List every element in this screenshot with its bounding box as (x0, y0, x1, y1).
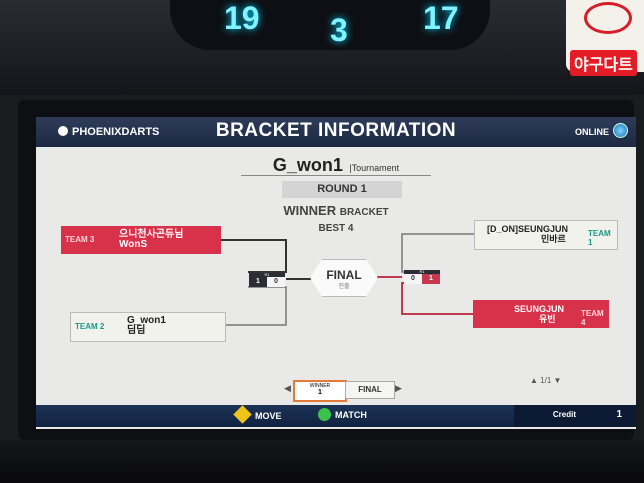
page-down-arrow-icon[interactable]: ▼ (553, 376, 562, 385)
player-name: 유빈 (539, 314, 556, 324)
cabinet-logo: 야구다트 (566, 0, 644, 76)
brand-label: PHOENIXDARTS (72, 126, 160, 138)
nav-winner-num: 1 (318, 389, 322, 396)
tournament-name: G_won1 (272, 155, 343, 175)
nav-winner-label: WINNER (309, 383, 331, 389)
final-sub: 진출 (338, 284, 350, 290)
score-a: 1 (249, 277, 267, 287)
move-hint: MOVE (233, 405, 282, 424)
led-scoreboard (170, 0, 490, 50)
online-status: ONLINE (575, 123, 628, 138)
brand: PHOENIXDARTS (58, 126, 159, 138)
score-b: 1 (422, 274, 440, 284)
page-number: 1/1 (540, 376, 552, 385)
team-4-slot[interactable]: SEUNGJUN 유빈 TEAM 4 (473, 300, 609, 328)
final-node[interactable]: FINAL 진출 (310, 259, 378, 297)
team-label: TEAM 4 (581, 309, 604, 327)
bracket-line-team2 (224, 286, 287, 326)
bracket-line-team4 (401, 282, 473, 315)
player-name: SEUNGJUN (514, 304, 565, 314)
player-name: [D_ON]SEUNGJUN (487, 224, 569, 234)
credit-panel: Credit 1 (514, 405, 636, 427)
player-name: 딤딤 (127, 325, 146, 336)
team-label: TEAM 1 (588, 229, 611, 247)
nav-final-tab[interactable]: FINAL (345, 381, 395, 399)
dartboard-icon (584, 2, 632, 34)
brand-logo-icon (58, 126, 68, 136)
score-mid: 3 (330, 12, 348, 48)
score-b: 0 (267, 277, 285, 287)
team-label: TEAM 2 (75, 322, 105, 331)
match-score-left[interactable]: R1 1 0 (249, 273, 285, 287)
final-label: FINAL (326, 268, 362, 282)
page-up-arrow-icon[interactable]: ▲ (530, 376, 538, 385)
nav-next-arrow-icon[interactable]: ▶ (395, 383, 402, 393)
bracket-type: WINNER BRACKET (36, 203, 636, 218)
credit-label: Credit (552, 410, 576, 419)
bracket-main: WINNER (283, 203, 337, 218)
match-label: MATCH (335, 410, 367, 420)
nav-prev-arrow-icon[interactable]: ◀ (284, 383, 291, 393)
nav-winner-tab[interactable]: WINNER 1 (293, 380, 347, 402)
page-indicator: ▲ 1/1 ▼ (530, 376, 561, 385)
header-bar: PHOENIXDARTS BRACKET INFORMATION ONLINE (36, 117, 636, 147)
match-tag: R1 (249, 273, 285, 277)
dpad-icon (233, 405, 252, 424)
bracket-line-team3 (221, 239, 287, 273)
page-title: BRACKET INFORMATION (215, 120, 457, 141)
match-score-right[interactable]: R1 0 1 (404, 270, 440, 284)
player-name: G_won1 (127, 315, 166, 326)
tournament-title: G_won1 |Tournament (36, 155, 636, 176)
team-label: TEAM 3 (65, 235, 95, 244)
logo-text: 야구다트 (570, 50, 637, 76)
title-divider (241, 175, 431, 176)
online-indicator-icon (613, 123, 628, 138)
tournament-type: |Tournament (349, 163, 400, 173)
score-a: 0 (404, 274, 422, 284)
game-screen: PHOENIXDARTS BRACKET INFORMATION ONLINE … (36, 117, 636, 429)
tournament-type-label: Tournament (351, 163, 400, 173)
best-of: BEST 4 (318, 223, 354, 234)
round-label: ROUND 1 (282, 181, 402, 198)
team-1-slot[interactable]: [D_ON]SEUNGJUN 민바르 TEAM 1 (474, 220, 618, 250)
player-name: 민바르 (541, 234, 566, 244)
green-button-icon (318, 408, 331, 421)
score-right: 17 (423, 0, 459, 36)
online-label: ONLINE (574, 127, 609, 137)
match-hint: MATCH (318, 408, 367, 421)
bracket-line-team1 (401, 233, 474, 273)
bracket-sub: BRACKET (339, 207, 389, 218)
team-2-slot[interactable]: TEAM 2 G_won1 딤딤 (70, 312, 226, 342)
move-label: MOVE (255, 411, 282, 421)
match-tag: R1 (404, 270, 440, 274)
footer-bar: MOVE MATCH Credit 1 (36, 405, 636, 427)
player-name: 으니천사곤듀님 (119, 229, 184, 240)
credit-value: 1 (616, 409, 622, 420)
team-3-slot[interactable]: TEAM 3 으니천사곤듀님 WonS (61, 226, 221, 254)
player-name: WonS (119, 239, 148, 250)
score-left: 19 (224, 0, 260, 36)
cabinet-bottom (0, 440, 644, 483)
